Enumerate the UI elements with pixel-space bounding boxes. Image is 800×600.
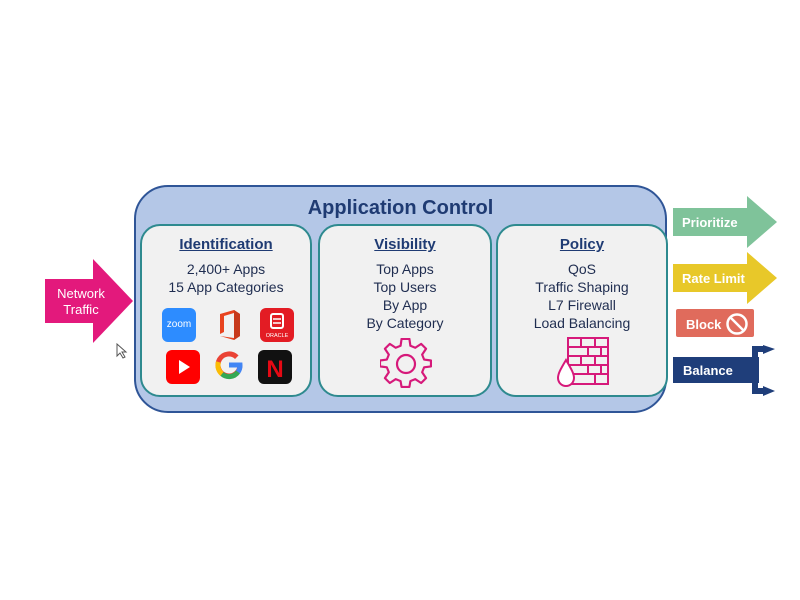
identification-title: Identification (179, 236, 273, 253)
microsoft-office-logo-icon (220, 310, 240, 340)
netflix-letter: N (266, 356, 283, 383)
youtube-logo-icon (166, 350, 200, 384)
oracle-logo-icon: ORACLE (260, 308, 294, 342)
visibility-title: Visibility (374, 236, 436, 253)
no-entry-icon (726, 313, 748, 335)
mouse-cursor-icon (116, 343, 128, 359)
gear-icon (380, 338, 432, 389)
google-logo-icon (215, 351, 243, 380)
oracle-text: ORACLE (266, 333, 289, 339)
identification-line: 15 App Categories (168, 279, 284, 295)
firewall-icon (556, 337, 609, 387)
oracle-db-icon: ORACLE (266, 313, 289, 339)
visibility-lines: Top Apps Top Users By App By Category (320, 260, 490, 332)
block-label: Block (686, 317, 722, 332)
visibility-line: Top Apps (376, 261, 434, 277)
balance-label: Balance (683, 363, 733, 378)
identification-line: 2,400+ Apps (186, 261, 266, 277)
visibility-line: By App (382, 297, 428, 313)
identification-panel: Identification 2,400+ Apps 15 App Catego… (140, 224, 312, 397)
visibility-line: By Category (366, 315, 444, 331)
policy-lines: QoS Traffic Shaping L7 Firewall Load Bal… (498, 260, 666, 332)
zoom-logo-icon: zoom (162, 308, 196, 342)
rate-limit-arrow (673, 252, 777, 304)
policy-line: Traffic Shaping (535, 279, 629, 295)
rate-limit-label: Rate Limit (682, 271, 745, 286)
visibility-panel: Visibility Top Apps Top Users By App By … (318, 224, 492, 397)
netflix-n-icon: N (266, 356, 283, 383)
policy-line: Load Balancing (533, 315, 631, 331)
network-traffic-label-line2: Traffic (63, 302, 99, 317)
prioritize-label: Prioritize (682, 215, 738, 230)
network-traffic-label-line1: Network (57, 286, 105, 301)
netflix-logo-icon: N (258, 350, 292, 384)
network-traffic-label: Network Traffic (46, 286, 116, 318)
identification-lines: 2,400+ Apps 15 App Categories (142, 260, 310, 296)
policy-panel: Policy QoS Traffic Shaping L7 Firewall L… (496, 224, 668, 397)
policy-line: QoS (567, 261, 596, 277)
network-traffic-arrow (45, 259, 133, 343)
application-control-title: Application Control (307, 197, 494, 219)
policy-line: L7 Firewall (548, 297, 616, 313)
visibility-line: Top Users (373, 279, 437, 295)
policy-title: Policy (559, 236, 605, 253)
balance-arrow (673, 345, 775, 396)
youtube-play-icon (179, 360, 190, 374)
prioritize-arrow (673, 196, 777, 248)
